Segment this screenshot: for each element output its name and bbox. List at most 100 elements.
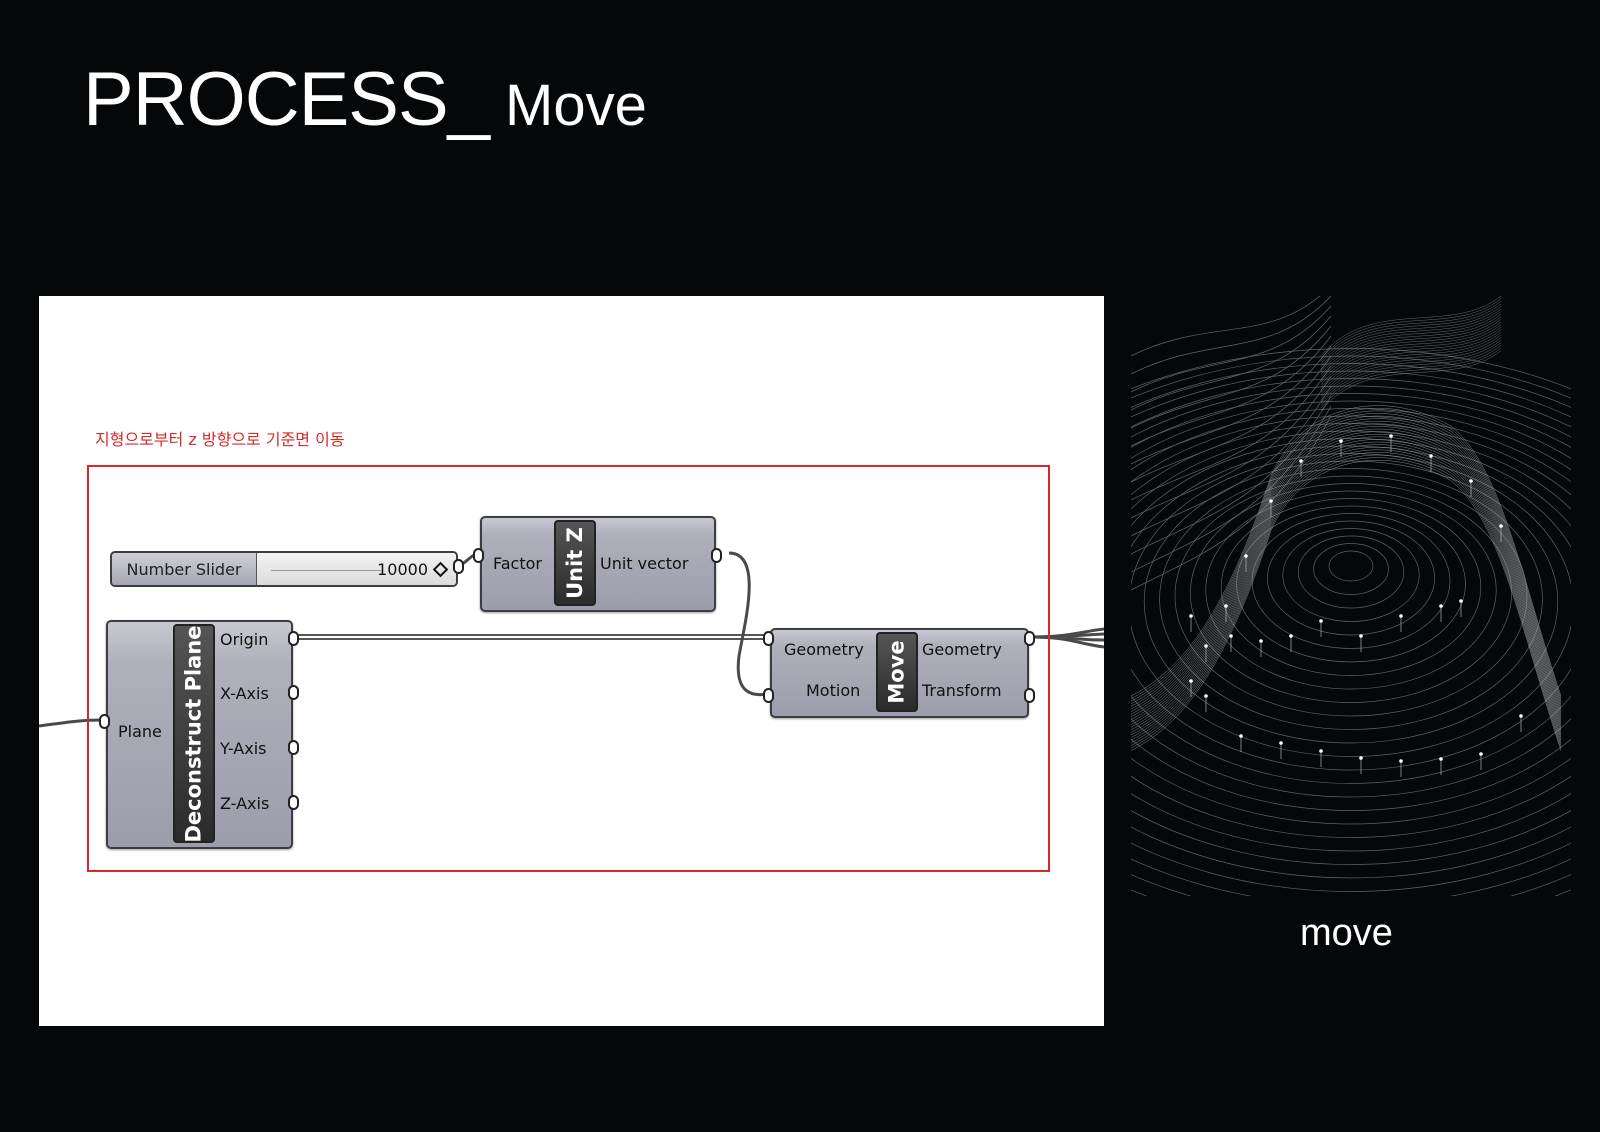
render-label: move: [1300, 912, 1393, 954]
wires: [39, 551, 1104, 728]
deconstruct-output-y-axis: Y-Axis: [220, 739, 267, 758]
unit-z-output-vector: Unit vector: [600, 554, 689, 573]
contour-line: [1131, 415, 1571, 825]
contour-line: [1131, 415, 1332, 591]
mesh-line: [1131, 441, 1562, 733]
mesh-line: [1131, 428, 1562, 720]
deconstruct-plane-port[interactable]: [99, 714, 110, 729]
mesh-line: [1131, 449, 1562, 741]
mesh-line: [1320, 345, 1502, 406]
mesh-line: [1131, 415, 1562, 707]
wire-output-bundle-4: [1030, 635, 1104, 649]
x-axis-port[interactable]: [288, 685, 299, 700]
mesh-line: [1131, 410, 1562, 702]
move-geometry-output-port[interactable]: [1024, 631, 1035, 646]
slider-output-port[interactable]: [453, 559, 464, 574]
mesh-line: [1320, 311, 1502, 372]
y-axis-port[interactable]: [288, 740, 299, 755]
mesh-line: [1131, 434, 1562, 725]
move-output-transform: Transform: [922, 681, 1002, 700]
mesh-line: [1320, 308, 1502, 370]
mesh-line: [1131, 460, 1562, 751]
contour-line: [1131, 315, 1332, 411]
slider-value[interactable]: 10000: [377, 560, 428, 579]
wire-plane: [39, 718, 105, 728]
point: [1399, 759, 1403, 763]
point: [1439, 604, 1443, 608]
contour-line: [1131, 355, 1571, 896]
mesh-line: [1131, 457, 1562, 749]
mesh-line: [1320, 296, 1502, 357]
mesh-line: [1131, 454, 1562, 746]
contour-line: [1131, 453, 1571, 757]
point: [1204, 644, 1208, 648]
mesh-line: [1131, 421, 1562, 712]
number-slider[interactable]: Number Slider 10000: [110, 551, 458, 587]
mesh-line: [1320, 314, 1502, 375]
mesh-line: [1131, 431, 1562, 723]
point: [1479, 752, 1483, 756]
point: [1289, 634, 1293, 638]
mesh-line: [1131, 447, 1562, 738]
wire-unitvector-motion: [728, 551, 771, 697]
move-geometry-input-port[interactable]: [763, 631, 774, 646]
deconstruct-plane-component[interactable]: Plane Deconstruct Plane Origin X-Axis Y-…: [106, 620, 293, 849]
contour-line: [1131, 393, 1571, 865]
mesh-line: [1320, 321, 1502, 383]
grasshopper-canvas: 지형으로부터 z 방향으로 기준면 이동 Number Slider 10000…: [39, 296, 1104, 1026]
mesh-line: [1131, 426, 1562, 718]
z-axis-port[interactable]: [288, 795, 299, 810]
contour-line: [1131, 395, 1332, 555]
point: [1224, 604, 1228, 608]
contour-line: [1131, 305, 1332, 393]
contour-line: [1131, 296, 1332, 375]
contour-line: [1190, 483, 1512, 703]
point: [1239, 734, 1243, 738]
point: [1319, 619, 1323, 623]
unit-z-factor-port[interactable]: [473, 548, 484, 563]
deconstruct-output-z-axis: Z-Axis: [220, 794, 270, 813]
mesh-line: [1131, 423, 1562, 715]
contour-line: [1220, 498, 1482, 676]
mesh-line: [1320, 342, 1502, 403]
contour-line: [1131, 385, 1332, 537]
title-sub: Move: [488, 73, 647, 138]
move-name: Move: [885, 640, 910, 704]
mesh-line: [1320, 316, 1502, 377]
mesh-line: [1320, 334, 1502, 396]
point: [1359, 756, 1363, 760]
mesh-line: [1320, 303, 1502, 364]
contour-line: [1131, 405, 1332, 573]
unit-z-component[interactable]: Factor Unit Z Unit vector: [480, 516, 716, 612]
slider-grip-icon[interactable]: [432, 561, 449, 578]
contour-line: [1131, 400, 1571, 852]
contour-line: [1131, 408, 1571, 838]
unit-z-input-factor: Factor: [493, 554, 542, 573]
move-title: Move: [876, 632, 918, 712]
contour-line: [1131, 365, 1332, 501]
contour-line: [1236, 505, 1466, 663]
origin-port[interactable]: [288, 631, 299, 646]
mesh-line: [1320, 340, 1502, 401]
contour-line: [1131, 385, 1571, 879]
move-transform-output-port[interactable]: [1024, 688, 1035, 703]
mesh-line: [1131, 413, 1562, 705]
contour-line: [1205, 490, 1497, 690]
move-motion-input-port[interactable]: [763, 688, 774, 703]
unit-z-output-port[interactable]: [711, 548, 722, 563]
mesh-line: [1320, 301, 1502, 362]
contour-line: [1282, 528, 1420, 622]
slider-label: Number Slider: [112, 553, 257, 585]
move-component[interactable]: Geometry Motion Move Geometry Transform: [770, 628, 1029, 718]
slider-track[interactable]: 10000: [257, 553, 456, 585]
deconstruct-plane-name: Deconstruct Plane: [182, 624, 207, 843]
mesh-line: [1131, 436, 1562, 728]
contour-line: [1131, 430, 1571, 798]
point: [1499, 524, 1503, 528]
deconstruct-output-x-axis: X-Axis: [220, 684, 269, 703]
point: [1189, 614, 1193, 618]
title-main: PROCESS_: [83, 57, 490, 142]
mesh-line: [1131, 439, 1562, 731]
mesh-line: [1320, 332, 1502, 393]
contour-line: [1159, 468, 1543, 730]
